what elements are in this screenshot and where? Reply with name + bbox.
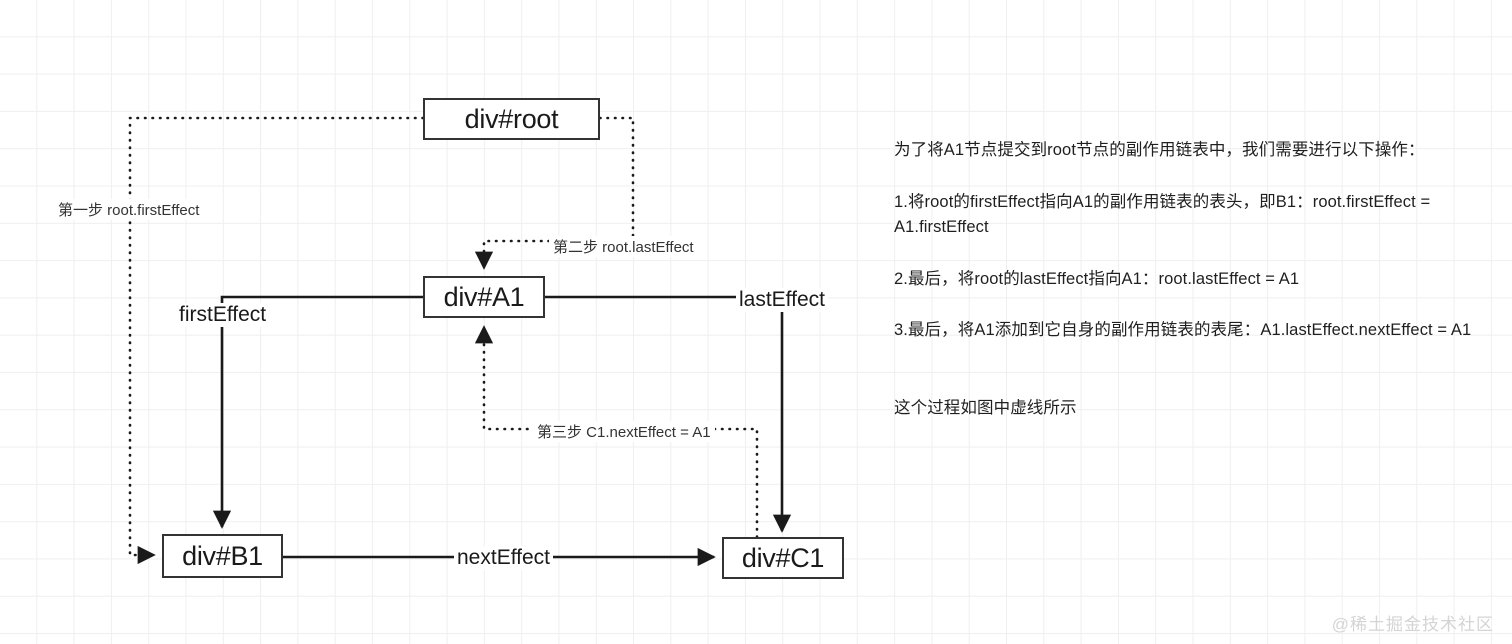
edge-label-lasteffect: lastEffect [736, 288, 828, 312]
solid-edge-lasteffect [545, 295, 792, 533]
panel-closing: 这个过程如图中虚线所示 [894, 398, 1077, 417]
edge-label-nexteffect: nextEffect [454, 546, 554, 570]
edge-label-firsteffect: firstEffect [176, 303, 270, 327]
node-div-root[interactable]: div#root [423, 98, 600, 140]
node-a1-label: div#A1 [443, 281, 525, 312]
panel-step-2: 2.最后，将root的lastEffect指向A1：root.lastEffec… [894, 269, 1300, 288]
dotted-edge-step1 [128, 116, 425, 565]
dotted-edge-step2 [474, 116, 635, 270]
dotted-label-step3: 第三步 C1.nextEffect = A1 [533, 421, 715, 442]
node-c1-label: div#C1 [741, 542, 825, 573]
node-root-label: div#root [464, 103, 559, 134]
dotted-label-step2: 第二步 root.lastEffect [549, 236, 698, 257]
node-div-b1[interactable]: div#B1 [162, 534, 283, 578]
panel-intro: 为了将A1节点提交到root节点的副作用链表中，我们需要进行以下操作： [894, 141, 1425, 159]
dotted-label-step1: 第一步 root.firstEffect [54, 199, 204, 220]
solid-edge-firsteffect [212, 295, 423, 529]
node-div-a1[interactable]: div#A1 [423, 276, 545, 318]
explanation-panel: 为了将A1节点提交到root节点的副作用链表中，我们需要进行以下操作： 1.将r… [894, 138, 1494, 421]
watermark: @稀土掘金技术社区 [1331, 615, 1494, 634]
dotted-edge-step3 [474, 325, 759, 539]
node-b1-label: div#B1 [182, 540, 263, 571]
panel-step-1: 1.将root的firstEffect指向A1的副作用链表的表头，即B1：roo… [894, 192, 1431, 237]
node-div-c1[interactable]: div#C1 [722, 537, 844, 579]
panel-step-3: 3.最后，将A1添加到它自身的副作用链表的表尾：A1.lastEffect.ne… [894, 321, 1472, 340]
